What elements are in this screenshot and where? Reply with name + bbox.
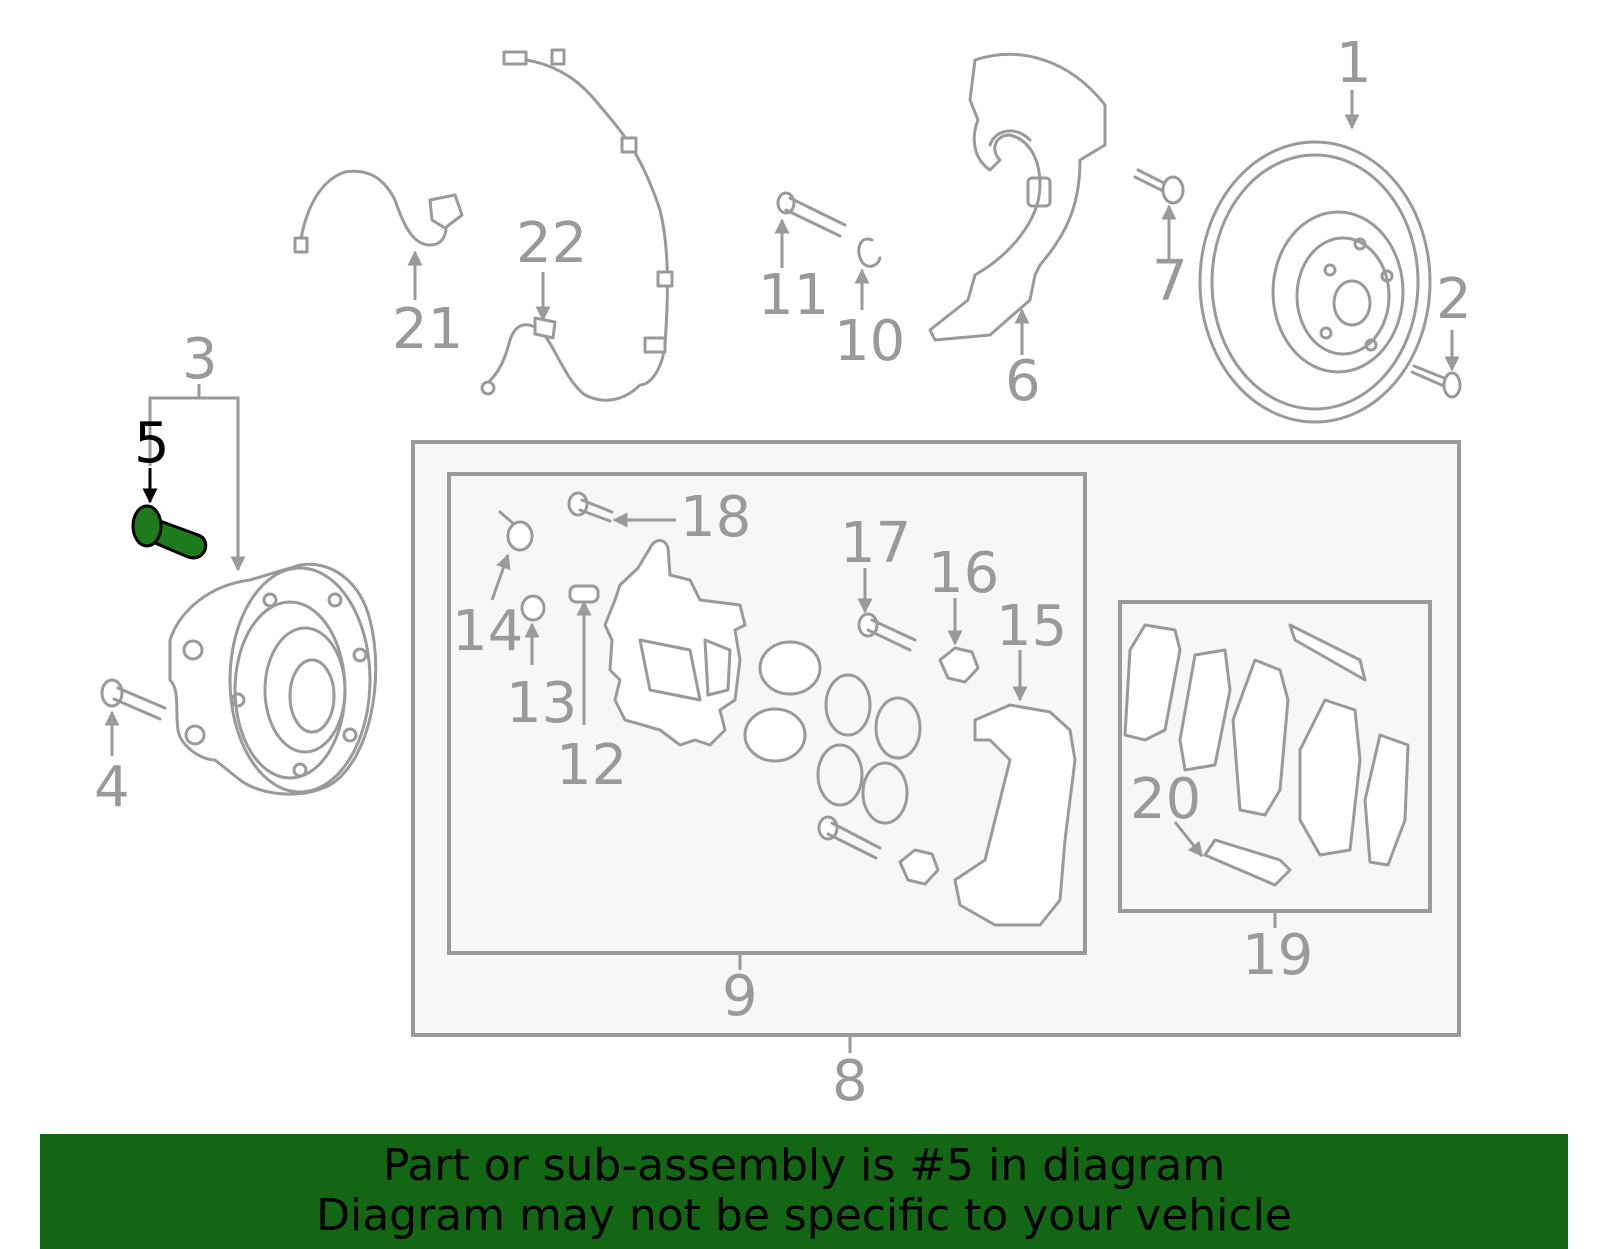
caliper-housing (603, 539, 747, 747)
bushing (568, 584, 600, 604)
caliper-bolt-lower (817, 815, 882, 860)
callout-12: 12 (556, 733, 627, 798)
callout-3: 3 (182, 327, 218, 392)
caliper-guide-bolt (776, 191, 847, 238)
callout-10: 10 (834, 309, 905, 374)
dust-shield (928, 52, 1107, 342)
caliper-bracket (953, 703, 1077, 927)
wheel-speed-sensor-harness-22 (480, 48, 674, 402)
banner-line-disclaimer: Diagram may not be specific to your vehi… (316, 1190, 1292, 1241)
callout-2: 2 (1436, 267, 1472, 332)
brake-pads (1123, 623, 1410, 887)
bleeder-screw (498, 510, 534, 552)
callout-1: 1 (1336, 31, 1372, 96)
banner-line-part-number: Part or sub-assembly is #5 in diagram (382, 1140, 1226, 1191)
callout-5-highlighted: 5 (134, 411, 170, 476)
callout-21: 21 (392, 297, 463, 362)
caliper-bolt-17 (857, 612, 917, 652)
callout-4: 4 (94, 755, 130, 820)
hub-bolt (100, 678, 167, 721)
callout-16: 16 (928, 541, 999, 606)
callout-13: 13 (506, 671, 577, 736)
clip (857, 237, 882, 268)
callout-11: 11 (758, 263, 829, 328)
callout-18: 18 (680, 485, 751, 550)
hub-bearing-assembly (168, 562, 378, 796)
info-banner: Part or sub-assembly is #5 in diagram Di… (40, 1134, 1568, 1249)
callout-22: 22 (516, 211, 587, 276)
callout-14: 14 (452, 599, 523, 664)
rotor-screw (1410, 364, 1462, 399)
callout-15: 15 (996, 594, 1067, 659)
callout-17: 17 (840, 511, 911, 576)
callout-20: 20 (1130, 767, 1201, 832)
bleeder-cap (520, 594, 546, 622)
callout-8: 8 (832, 1049, 868, 1114)
callout-9: 9 (722, 964, 758, 1029)
guide-pin-bolt (567, 491, 614, 523)
caliper-nut (898, 646, 980, 886)
callout-6: 6 (1005, 349, 1041, 414)
pistons-and-seals (743, 640, 922, 825)
shield-bolt (1133, 168, 1185, 205)
wheel-stud-highlighted (131, 504, 208, 560)
wheel-speed-sensor-harness-21 (293, 169, 464, 254)
callout-7: 7 (1152, 249, 1188, 314)
callout-19: 19 (1242, 923, 1313, 988)
brake-rotor (1198, 140, 1432, 424)
